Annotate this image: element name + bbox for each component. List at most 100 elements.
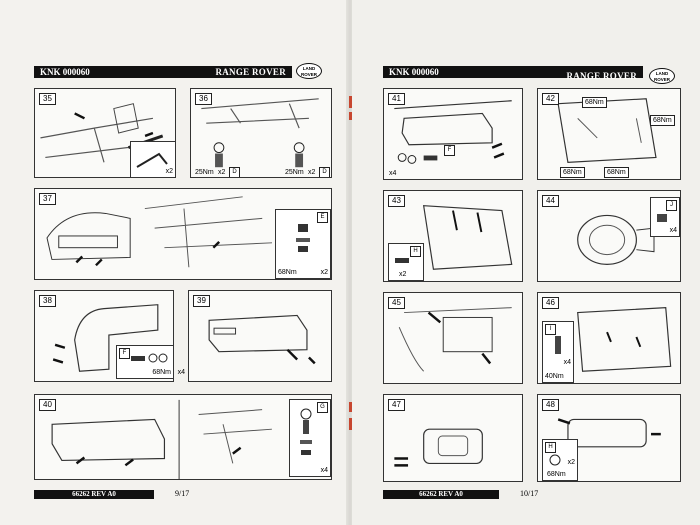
quantity-label: x4 (563, 359, 571, 366)
page-number: 9/17 (175, 489, 190, 498)
step-number: 39 (193, 295, 210, 307)
step-46-illustration (577, 307, 672, 372)
step-39-illustration (208, 314, 316, 365)
quantity-label: x2 (320, 269, 328, 276)
nut-icon (549, 454, 561, 466)
page-number: 10/17 (520, 489, 539, 498)
step-38-illustration (52, 304, 159, 372)
pry-tool-icon (136, 152, 168, 168)
step-44-panel: 44 J x4 (537, 190, 681, 282)
step-45-panel: 45 (383, 292, 523, 384)
torque-label: 68Nm (152, 369, 171, 376)
hardware-inset: G x4 (289, 399, 331, 477)
torque-label: 68Nm (560, 167, 585, 178)
step-48-illustration (557, 418, 661, 448)
step-47-illustration (394, 428, 483, 467)
step-number: 41 (388, 93, 405, 105)
torque-label: 68Nm (650, 115, 675, 126)
part-bag-badge: G (317, 402, 328, 413)
hardware-inset: F 68Nm x4 (116, 345, 185, 379)
part-bag-badge: H (545, 442, 556, 453)
step-number: 44 (542, 195, 559, 207)
quantity-label: x2 (567, 459, 575, 466)
quantity-label: x4 (320, 467, 328, 474)
bolt-icon (555, 336, 561, 354)
step-36-illustration (201, 98, 319, 168)
hardware-inset: J x4 (650, 197, 680, 237)
page-header: KNK 000060 RANGE ROVER (383, 66, 643, 81)
step-number: 37 (39, 193, 56, 205)
bolt-icon (395, 258, 409, 263)
part-bag-badge: D (229, 167, 240, 177)
step-number: 42 (542, 93, 559, 105)
step-46-panel: 46 I x4 40Nm (537, 292, 681, 384)
part-bag-badge: D (319, 167, 330, 177)
hardware-inset: E 68Nm x2 (275, 209, 331, 279)
footer-code: 66262 REV A0 (34, 490, 154, 499)
quantity-label: x2 (308, 169, 316, 176)
kit-code: KNK 000060 (40, 67, 90, 77)
footer-code: 66262 REV A0 (383, 490, 499, 499)
page-header: KNK 000060 RANGE ROVER (34, 66, 292, 78)
index-tab (349, 112, 352, 120)
torque-label: 68Nm (278, 269, 297, 276)
quantity-label: x2 (165, 168, 173, 175)
step-40-illustration (51, 399, 272, 479)
step-number: 40 (39, 399, 56, 411)
part-bag-badge: J (666, 200, 677, 211)
step-44-illustration (577, 214, 655, 265)
step-48-panel: 48 H x2 68Nm (537, 394, 681, 482)
step-42-illustration (557, 98, 657, 163)
step-43-panel: 43 H x2 (383, 190, 523, 282)
index-tab (349, 96, 352, 108)
bolt-icon (131, 353, 168, 363)
step-number: 46 (542, 297, 559, 309)
step-number: 35 (39, 93, 56, 105)
quantity-label: x2 (218, 169, 226, 176)
step-35-panel: 35 x2 (34, 88, 176, 178)
step-number: 45 (388, 297, 405, 309)
quantity-label: x4 (669, 227, 677, 234)
quantity-label: x4 (389, 170, 397, 177)
step-number: 38 (39, 295, 56, 307)
hardware-inset: H x2 (388, 243, 424, 281)
hardware-inset: H x2 68Nm (542, 439, 578, 481)
step-number: 43 (388, 195, 405, 207)
index-tab (349, 402, 352, 412)
step-45-illustration (398, 307, 512, 372)
torque-label: 25Nm (195, 169, 214, 176)
torque-label: 25Nm (285, 169, 304, 176)
kit-code: KNK 000060 (389, 67, 439, 77)
step-41-panel: 41 F x4 (383, 88, 523, 180)
quantity-label: x4 (177, 369, 185, 376)
part-bag-badge: H (410, 246, 421, 257)
step-40-panel: 40 G x4 (34, 394, 332, 480)
step-number: 47 (388, 399, 405, 411)
brand-title: RANGE ROVER (215, 67, 286, 77)
nut-icon (657, 214, 667, 222)
brand-title: RANGE ROVER (566, 71, 637, 81)
step-37-panel: 37 E 68Nm x2 (34, 188, 332, 280)
part-bag-badge: E (317, 212, 328, 223)
step-number: 36 (195, 93, 212, 105)
step-47-panel: 47 (383, 394, 523, 482)
part-bag-badge: F (119, 348, 130, 359)
torque-label: 68Nm (582, 97, 607, 108)
torque-label: 68Nm (604, 167, 629, 178)
step-36-panel: 36 25Nm x2 D 25Nm x2 D (190, 88, 332, 178)
part-bag-badge: I (545, 324, 556, 335)
bolt-icon (300, 408, 312, 455)
step-43-illustration (422, 205, 513, 270)
index-tab (349, 418, 352, 430)
step-39-panel: 39 (188, 290, 332, 382)
page-fold (346, 0, 354, 525)
torque-label: 40Nm (545, 373, 564, 380)
tool-inset: x2 (130, 141, 175, 177)
step-41-illustration (394, 100, 512, 164)
bolt-icon (296, 224, 310, 252)
part-bag-badge: F (444, 145, 455, 156)
